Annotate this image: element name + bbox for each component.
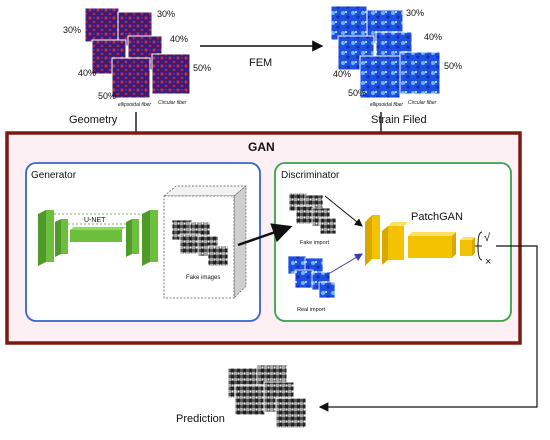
- fake-images-box: [163, 185, 247, 299]
- output-false-mark: ×: [485, 256, 491, 268]
- geo-percent-30-right: 30%: [157, 9, 175, 19]
- strain-circular-fiber-label: Circular fiber: [408, 100, 437, 106]
- strain-filed-label: Strain Filed: [371, 114, 427, 126]
- strain-percent-50-left: 50%: [348, 88, 366, 98]
- discriminator-title: Discriminator: [281, 170, 340, 181]
- strain-percent-30: 30%: [406, 8, 424, 18]
- strain-percent-40-left: 40%: [333, 69, 351, 79]
- real-import-to-patchgan-arrow: [324, 253, 363, 277]
- geo-percent-50-left: 50%: [98, 91, 116, 101]
- strain-ellipsoidal-fiber-label: ellipsoidal fiber: [370, 102, 403, 108]
- strain-percent-50-right: 50%: [444, 61, 462, 71]
- unet-label: U-NET: [84, 217, 106, 224]
- generator-to-discriminator-arrow: [237, 223, 293, 247]
- fake-images-label: Fake images: [186, 275, 220, 281]
- prediction-label: Prediction: [176, 413, 225, 425]
- patchgan-network: [365, 215, 483, 266]
- generator-title: Generator: [31, 170, 77, 181]
- geo-circular-fiber-label: Circular fiber: [158, 100, 187, 106]
- fake-import-to-patchgan-arrow: [324, 195, 363, 227]
- output-true-mark: √: [484, 232, 491, 244]
- fem-label: FEM: [249, 57, 272, 69]
- fake-import-label: Fake import: [300, 240, 330, 246]
- output-to-prediction-arrow: [318, 245, 538, 412]
- unet-network: [38, 210, 158, 266]
- prediction-stack: [227, 364, 307, 429]
- strain-stack: [330, 5, 441, 99]
- geo-ellipsoidal-fiber-label: ellipsoidal fiber: [118, 102, 151, 108]
- gan-title: GAN: [248, 140, 275, 154]
- patchgan-label: PatchGAN: [411, 211, 463, 223]
- geometry-label: Geometry: [69, 114, 118, 126]
- geometry-stack: [84, 7, 191, 99]
- geo-percent-30-left: 30%: [63, 25, 81, 35]
- fake-import-stack: [288, 192, 337, 235]
- real-import-stack: [287, 255, 336, 299]
- geo-percent-40-left: 40%: [78, 68, 96, 78]
- geo-percent-50-right: 50%: [193, 63, 211, 73]
- geo-percent-40-right: 40%: [170, 34, 188, 44]
- strain-percent-40-right: 40%: [424, 32, 442, 42]
- real-import-label: Real import: [297, 307, 326, 313]
